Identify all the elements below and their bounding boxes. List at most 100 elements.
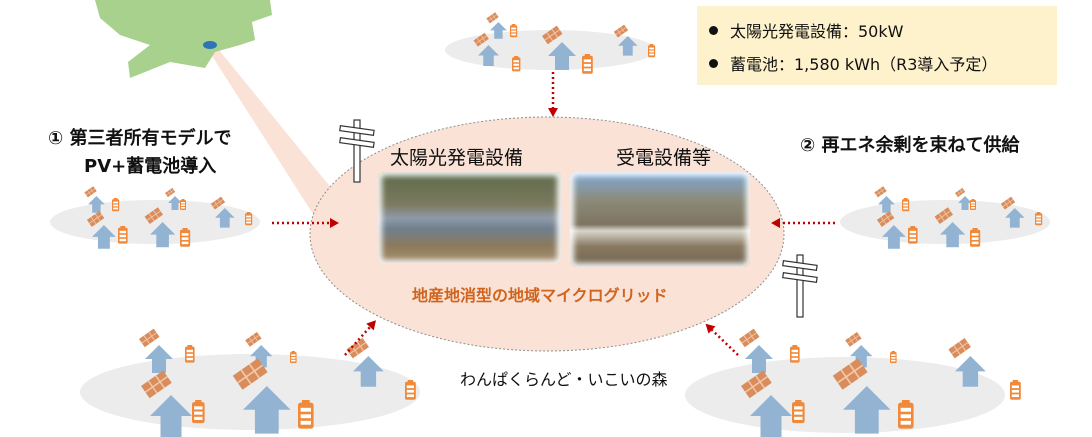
house-icon xyxy=(150,395,192,437)
battery-level xyxy=(181,233,189,236)
panel-grid xyxy=(85,188,96,196)
panel-grid xyxy=(237,364,264,384)
spec-box: 太陽光発電設備：50kW 蓄電池：1,580 kWh（R3導入予定） xyxy=(697,6,1057,85)
battery-icon xyxy=(1035,212,1043,226)
battery-icon xyxy=(582,54,593,74)
battery-level xyxy=(794,411,803,415)
microgrid-title: 地産地消型の地域マイクログリッド xyxy=(412,286,668,305)
battery-level xyxy=(406,389,414,393)
panel-grid xyxy=(475,35,487,44)
panel-grid xyxy=(615,27,627,35)
solar-panel-icon xyxy=(948,338,971,359)
panel-grid xyxy=(544,29,560,41)
battery-level xyxy=(186,357,193,361)
panel-grid xyxy=(487,14,498,22)
house-with-solar-icon xyxy=(542,25,576,70)
battery-level xyxy=(181,202,185,204)
battery-icon xyxy=(290,351,297,364)
battery-level xyxy=(583,63,591,67)
battery-icon xyxy=(185,345,195,363)
household-cluster-bottom-left xyxy=(80,328,420,437)
battery-icon xyxy=(512,56,521,72)
arrow-from-top xyxy=(548,72,558,117)
house-icon xyxy=(745,345,773,373)
solar-panel-icon xyxy=(210,196,226,210)
battery-level xyxy=(900,407,911,412)
house-with-solar-icon xyxy=(874,186,895,213)
battery-level xyxy=(511,33,516,36)
panel-grid xyxy=(875,188,886,196)
arrow-from-left xyxy=(272,218,339,228)
battery-level xyxy=(900,414,911,419)
panel-grid xyxy=(349,342,367,355)
battery-level xyxy=(194,416,203,420)
battery-level xyxy=(649,53,654,56)
region-map xyxy=(95,0,272,78)
battery-terminal xyxy=(795,400,802,404)
battery-level xyxy=(1011,389,1019,393)
battery-terminal xyxy=(195,400,202,404)
battery-level xyxy=(246,218,251,221)
battery-icon xyxy=(245,212,253,226)
battery-level xyxy=(119,238,126,242)
battery-level xyxy=(246,221,251,224)
battery-level xyxy=(1011,394,1019,398)
battery-level xyxy=(971,204,975,206)
solar-facility-photo xyxy=(378,172,561,264)
battery-terminal xyxy=(901,400,910,404)
battery-level xyxy=(903,207,908,210)
arrow-line xyxy=(711,329,739,356)
battery-level xyxy=(649,47,654,50)
solar-panel-icon xyxy=(874,186,887,198)
battery-level xyxy=(794,406,803,410)
battery-terminal xyxy=(910,226,916,229)
substation-photo xyxy=(570,172,750,267)
battery-terminal xyxy=(649,44,654,46)
solar-panel-icon xyxy=(1000,196,1016,210)
battery-level xyxy=(194,406,203,410)
battery-level xyxy=(794,416,803,420)
house-with-solar-icon xyxy=(1000,196,1025,228)
arrow-head-icon xyxy=(330,218,339,228)
battery-level xyxy=(891,357,896,359)
battery-icon xyxy=(118,226,128,244)
battery-terminal xyxy=(792,345,798,348)
spec-item-battery: 蓄電池：1,580 kWh（R3導入予定） xyxy=(709,51,997,75)
battery-terminal xyxy=(1036,212,1041,214)
battery-terminal xyxy=(187,345,193,348)
arrow-from-bottom-left xyxy=(344,320,376,356)
battery-level xyxy=(194,411,203,415)
battery-terminal xyxy=(301,400,310,404)
house-icon xyxy=(618,36,638,56)
house-with-solar-icon xyxy=(473,32,499,66)
battery-level xyxy=(791,353,798,357)
battery-level xyxy=(511,27,516,30)
battery-terminal xyxy=(511,24,516,26)
house-with-solar-icon xyxy=(141,370,192,437)
battery-icon xyxy=(180,199,186,210)
right-caption: ② 再エネ余剰を束ねて供給 xyxy=(800,135,1020,156)
spec-text: 太陽光発電設備：50kW xyxy=(730,22,904,41)
battery-level xyxy=(903,204,908,207)
arrow-head-icon xyxy=(366,320,376,331)
battery-level xyxy=(903,201,908,204)
house-with-solar-icon xyxy=(486,12,507,39)
battery-level xyxy=(971,233,979,236)
panel-grid xyxy=(146,210,161,221)
house-icon xyxy=(1005,208,1025,228)
house-with-solar-icon xyxy=(613,24,638,56)
battery-terminal xyxy=(1012,380,1019,383)
arrow-head-icon xyxy=(771,218,780,228)
battery-level xyxy=(511,30,516,33)
solar-panel-icon xyxy=(144,207,164,224)
panel-grid xyxy=(936,210,951,221)
map-callout-wedge xyxy=(205,45,345,225)
battery-level xyxy=(513,63,519,66)
battery-level xyxy=(909,238,916,242)
battery-level xyxy=(186,349,193,353)
battery-level xyxy=(119,230,126,234)
house-icon xyxy=(353,356,384,387)
photo-right-label: 受電設備等 xyxy=(616,147,712,169)
panel-grid xyxy=(247,334,260,344)
